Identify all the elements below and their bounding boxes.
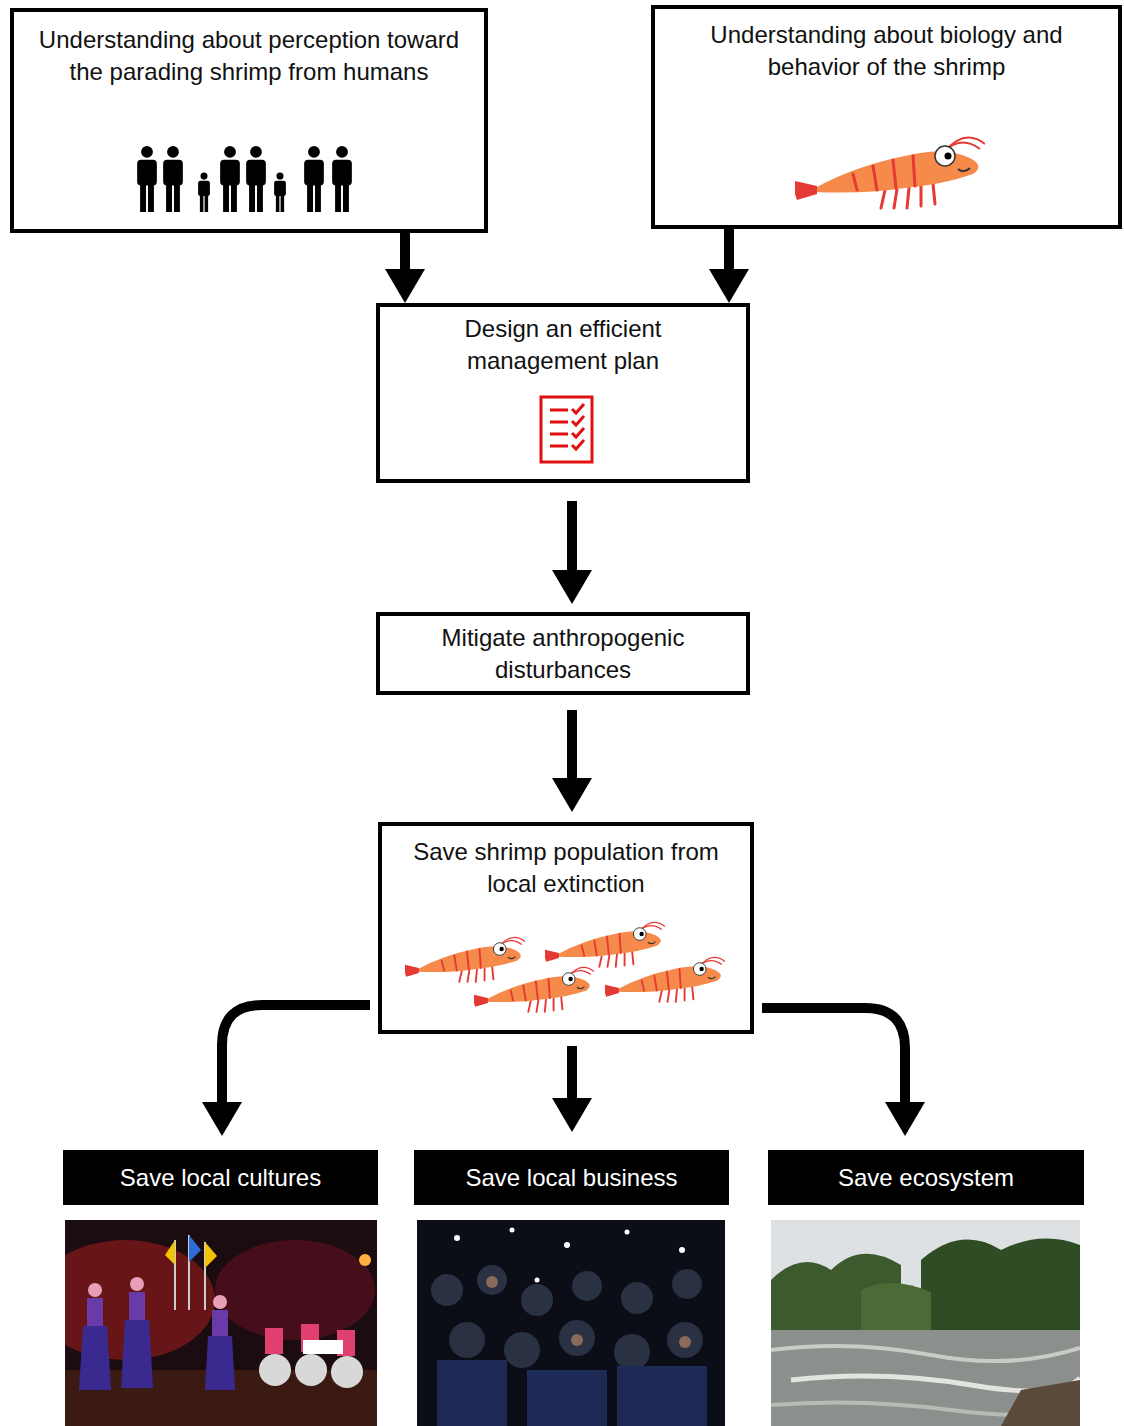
input-box: Understanding about biology and behavior… <box>651 5 1122 229</box>
node-text: Mitigate anthropogenic disturbances <box>420 622 706 686</box>
flow-arrow <box>762 1008 925 1136</box>
process-box: Mitigate anthropogenic disturbances <box>376 612 750 695</box>
arrow-head <box>385 269 425 303</box>
arrow-shaft <box>762 1008 905 1104</box>
ecosystem-photo <box>771 1220 1080 1426</box>
arrow-shaft <box>567 1046 577 1100</box>
benefit-band: Save local cultures <box>63 1150 378 1205</box>
arrow-shaft <box>222 1005 370 1104</box>
node-text: Understanding about biology and behavior… <box>675 19 1098 83</box>
arrow-head <box>885 1102 925 1136</box>
shrimp-icon <box>794 137 985 208</box>
arrow-shaft <box>400 233 410 271</box>
node-text: Save ecosystem <box>838 1164 1014 1192</box>
arrow-shaft <box>567 710 577 780</box>
node-text: Save local cultures <box>120 1164 321 1192</box>
node-text: Save local business <box>465 1164 677 1192</box>
checklist-icon <box>541 397 592 462</box>
arrow-shaft <box>724 229 734 271</box>
arrow-head <box>202 1102 242 1136</box>
process-box: Design an efficient management plan <box>376 303 750 483</box>
arrow-shaft <box>567 501 577 572</box>
culture-photo <box>35 1220 377 1426</box>
arrow-head <box>552 570 592 604</box>
flow-arrow <box>202 1005 370 1136</box>
outcome-box: Save shrimp population from local extinc… <box>378 822 754 1034</box>
flow-arrow <box>552 1046 592 1132</box>
input-box: Understanding about perception toward th… <box>10 8 488 233</box>
flow-arrow <box>709 229 749 303</box>
flow-arrow <box>552 710 592 812</box>
node-text: Design an efficient management plan <box>420 313 706 377</box>
arrow-head <box>552 778 592 812</box>
benefit-band: Save local business <box>414 1150 729 1205</box>
node-text: Save shrimp population from local extinc… <box>396 836 736 900</box>
arrow-head <box>709 269 749 303</box>
flow-arrow <box>385 233 425 303</box>
shrimp-group <box>405 922 725 1012</box>
benefit-band: Save ecosystem <box>768 1150 1084 1205</box>
flow-arrow <box>552 501 592 604</box>
people-icon <box>137 146 352 212</box>
business-photo <box>417 1220 725 1426</box>
arrow-head <box>552 1098 592 1132</box>
node-text: Understanding about perception toward th… <box>34 24 464 88</box>
